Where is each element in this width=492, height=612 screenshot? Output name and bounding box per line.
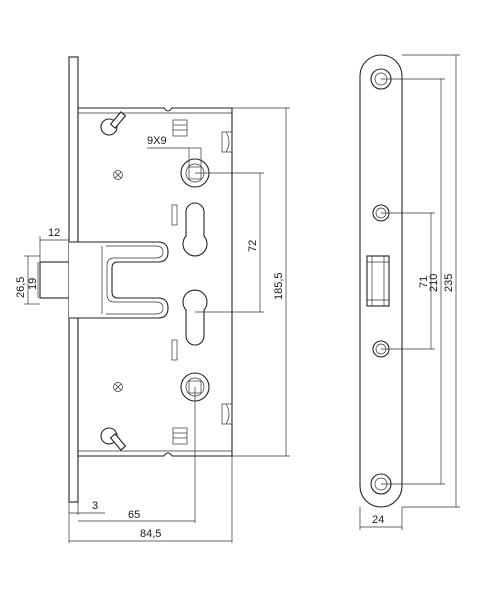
dim-case-height: 185,5	[273, 272, 285, 300]
top-lever	[109, 111, 127, 129]
latch-window	[366, 255, 390, 307]
cylinder-cutout-lower	[182, 289, 208, 346]
screw-mark-bottom	[113, 382, 123, 392]
dim-bolt-height-inner: 19	[27, 278, 39, 290]
guide-slot-lower	[171, 339, 178, 361]
bottom-slot-block	[172, 427, 188, 445]
dim-center-distance: 72	[247, 240, 259, 252]
latch-spring-body	[69, 241, 169, 319]
latch-bolt	[39, 261, 70, 299]
side-latch-top	[221, 131, 233, 153]
side-latch-top-curve	[225, 131, 230, 153]
side-latch-bottom-curve	[225, 403, 230, 425]
dim-plate-hole-mid: 210	[428, 274, 440, 292]
screw-mark-top	[113, 170, 123, 180]
dim-bolt-projection: 12	[48, 227, 60, 239]
dim-backset: 65	[128, 509, 140, 521]
dim-backset-offset: 3	[92, 500, 98, 512]
dim-plate-hole-inner: 71	[418, 276, 430, 288]
dim-cam-square: 9X9	[147, 135, 167, 147]
dim-case-depth: 84,5	[140, 528, 161, 540]
cylinder-cutout-upper	[182, 202, 208, 257]
dim-plate-width: 24	[372, 514, 384, 526]
top-slot-block	[172, 119, 188, 137]
bottom-lever	[109, 433, 127, 451]
guide-slot-upper	[171, 204, 178, 226]
side-latch-bottom	[221, 403, 233, 425]
latch-spring-inner	[106, 245, 164, 315]
dim-plate-length: 235	[443, 274, 455, 292]
dim-bolt-height-outer: 26,5	[15, 277, 27, 298]
